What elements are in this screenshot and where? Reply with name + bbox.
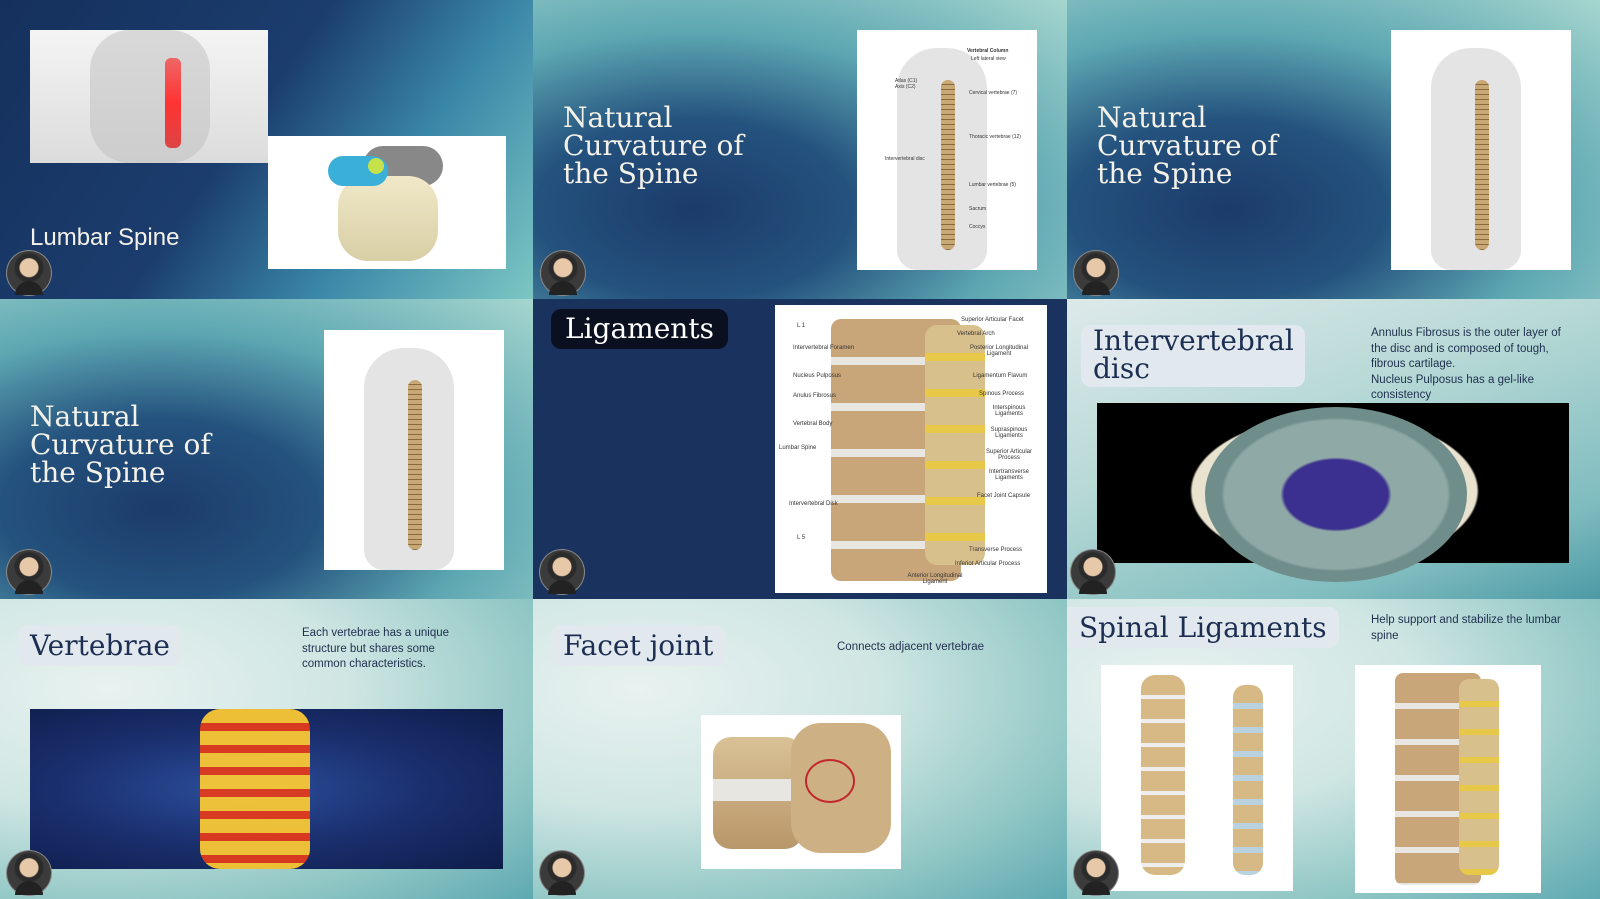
slide-title: Vertebrae bbox=[30, 629, 170, 662]
lumbar-ligaments-diagram bbox=[1355, 665, 1541, 893]
label-superior-process: Superior Articular Process bbox=[985, 449, 1033, 461]
label-vertebral-arch: Vertebral Arch bbox=[957, 331, 995, 337]
slide-thumbnail-natural-curvature-2[interactable]: Natural Curvature of the Spine bbox=[1067, 0, 1600, 299]
label-flavum: Ligamentum Flavum bbox=[973, 373, 1028, 379]
slide-title: Natural Curvature of the Spine bbox=[563, 101, 744, 190]
label-sacrum: Sacrum bbox=[969, 206, 987, 212]
presenter-avatar bbox=[1073, 250, 1119, 296]
slide-thumbnail-ligaments[interactable]: Ligaments L 1 Intervertebral Foramen Nuc… bbox=[533, 299, 1067, 599]
label-thoracic: Thoracic vertebrae (12) bbox=[969, 134, 1021, 140]
slide-title: Natural Curvature of the Spine bbox=[1097, 101, 1278, 190]
slide-title: Natural Curvature of the Spine bbox=[30, 400, 211, 489]
spine-curve bbox=[941, 80, 955, 250]
presenter-avatar bbox=[539, 549, 585, 595]
presenter-avatar bbox=[539, 850, 585, 896]
disc-3d-image bbox=[1097, 403, 1569, 582]
presenter-avatar bbox=[1070, 549, 1116, 595]
diagram-subheading: Left lateral view bbox=[971, 56, 1006, 62]
label-transverse: Transverse Process bbox=[969, 547, 1023, 553]
label-interspinous: Interspinous Ligaments bbox=[992, 405, 1026, 417]
vertebra-3d-image bbox=[268, 136, 506, 269]
label-lumbar-spine: Lumbar Spine bbox=[779, 445, 817, 451]
diagram-heading: Vertebral Column bbox=[967, 48, 1009, 54]
slide-thumbnail-facet-joint[interactable]: Facet joint Connects adjacent vertebrae bbox=[533, 599, 1067, 899]
vertebral-column-diagram bbox=[1391, 30, 1571, 270]
label-coccyx: Coccyx bbox=[969, 224, 986, 230]
slide-thumbnail-intervertebral-disc[interactable]: Intervertebral disc Annulus Fibrosus is … bbox=[1067, 299, 1600, 599]
title-chip: Ligaments bbox=[551, 309, 728, 349]
label-spinous: Spinous Process bbox=[979, 391, 1025, 397]
slide-thumbnail-lumbar-spine[interactable]: Lumbar Spine bbox=[0, 0, 533, 299]
slide-body-text: Help support and stabilize the lumbar sp… bbox=[1371, 614, 1561, 642]
presenter-avatar bbox=[540, 250, 586, 296]
slide-title: Lumbar Spine bbox=[30, 224, 180, 251]
slide-thumbnail-natural-curvature-1[interactable]: Natural Curvature of the Spine Vertebral… bbox=[533, 0, 1067, 299]
label-anterior-ligament: Anterior Longitudinal Ligament bbox=[907, 573, 963, 585]
presenter-avatar bbox=[1073, 850, 1119, 896]
slide-thumbnail-vertebrae[interactable]: Vertebrae Each vertebrae has a unique st… bbox=[0, 599, 533, 899]
vertebral-column-diagram: Vertebral Column Left lateral view Atlas… bbox=[857, 30, 1037, 270]
slide-title: Ligaments bbox=[565, 312, 714, 345]
label-body: Vertebral Body bbox=[793, 421, 833, 427]
label-lumbar: Lumbar vertebrae (5) bbox=[969, 182, 1016, 188]
label-facet-capsule: Facet Joint Capsule bbox=[977, 493, 1031, 499]
label-axis: Axis (C2) bbox=[895, 84, 916, 90]
vertebral-column-diagram bbox=[324, 330, 504, 570]
torso-xray-image bbox=[30, 30, 268, 163]
facet-highlight-circle bbox=[805, 759, 855, 803]
slide-title: Intervertebral disc bbox=[1093, 324, 1294, 385]
label-superior-facet: Superior Articular Facet bbox=[961, 317, 1024, 323]
lumbar-ligaments-diagram: L 1 Intervertebral Foramen Nucleus Pulpo… bbox=[775, 305, 1047, 593]
presenter-avatar bbox=[6, 549, 52, 595]
slide-title: Facet joint bbox=[563, 629, 714, 662]
body-line-annulus: Annulus Fibrosus is the outer layer of t… bbox=[1371, 327, 1561, 371]
slide-body-text: Connects adjacent vertebrae bbox=[837, 641, 985, 653]
label-foramen: Intervertebral Foramen bbox=[793, 345, 855, 351]
posterior-elements bbox=[925, 325, 985, 565]
facet-joint-image bbox=[701, 715, 901, 869]
title-chip: Intervertebral disc bbox=[1081, 325, 1305, 387]
slide-title: Spinal Ligaments bbox=[1079, 611, 1327, 644]
slide-thumbnail-spinal-ligaments[interactable]: Spinal Ligaments Help support and stabil… bbox=[1067, 599, 1600, 899]
spinal-ligaments-plate-image bbox=[1101, 665, 1293, 891]
label-atlas: Atlas (C1) bbox=[895, 78, 918, 84]
label-intertransverse: Intertransverse Ligaments bbox=[988, 469, 1030, 481]
label-inferior-process: Inferior Articular Process bbox=[955, 561, 1021, 567]
presenter-avatar bbox=[6, 250, 52, 296]
title-chip: Vertebrae bbox=[18, 625, 182, 666]
spine-curve bbox=[1475, 80, 1489, 250]
label-l1: L 1 bbox=[797, 323, 806, 329]
slide-body-text: Each vertebrae has a unique structure bu… bbox=[302, 627, 450, 671]
presenter-avatar bbox=[6, 850, 52, 896]
label-disc: Intervertebral disc bbox=[885, 156, 925, 162]
label-anulus: Anulus Fibrosus bbox=[793, 393, 837, 399]
label-cervical: Cervical vertebrae (7) bbox=[969, 90, 1018, 96]
body-line-nucleus: Nucleus Pulposus has a gel-like consiste… bbox=[1371, 373, 1535, 402]
label-posterior-ligament: Posterior Longitudinal Ligament bbox=[969, 345, 1029, 357]
glowing-spine-image bbox=[30, 709, 503, 869]
label-l5: L 5 bbox=[797, 535, 806, 541]
label-supraspinous: Supraspinous Ligaments bbox=[990, 427, 1028, 439]
spine-curve bbox=[408, 380, 422, 550]
title-chip: Facet joint bbox=[551, 625, 726, 666]
label-nucleus: Nucleus Pulposus bbox=[793, 373, 842, 379]
slide-body-text: Annulus Fibrosus is the outer layer of t… bbox=[1371, 326, 1575, 404]
slide-thumbnail-natural-curvature-3[interactable]: Natural Curvature of the Spine bbox=[0, 299, 533, 599]
label-disk: Intervertebral Disk bbox=[789, 501, 838, 507]
title-chip: Spinal Ligaments bbox=[1067, 607, 1339, 648]
